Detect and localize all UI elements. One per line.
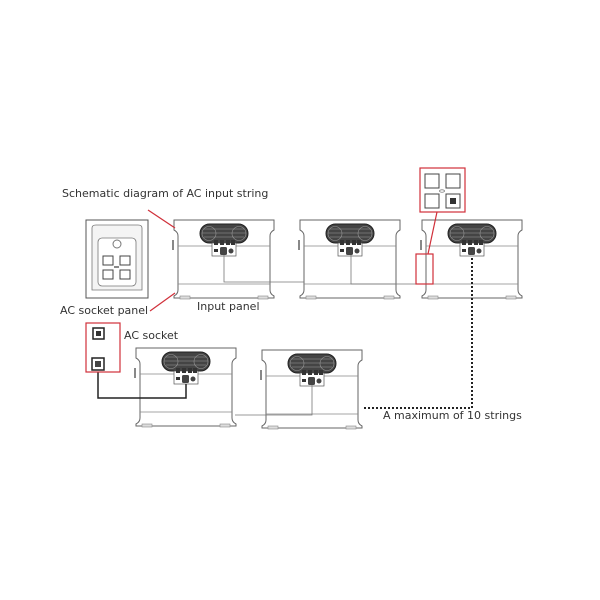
ac-socket-panel-drawing: [85, 219, 149, 299]
ac-socket-icons: [91, 327, 105, 371]
ac-socket-label: AC socket: [124, 329, 179, 342]
ac-socket-panel-label: AC socket panel: [60, 304, 149, 317]
power-station-unit-5: [259, 349, 363, 430]
power-station-unit-2: [297, 219, 401, 300]
power-station-unit-4: [133, 347, 237, 428]
ac-socket-cable: [97, 366, 187, 399]
power-station-unit-1: [171, 219, 275, 300]
inset-socket-panel: [424, 173, 461, 209]
input-panel-label: Input panel: [197, 300, 260, 313]
string-cable-dotted: [362, 258, 473, 409]
connection-cables: [223, 255, 424, 416]
max-strings-label: A maximum of 10 strings: [383, 409, 522, 422]
diagram-title: Schematic diagram of AC input string: [62, 187, 269, 200]
